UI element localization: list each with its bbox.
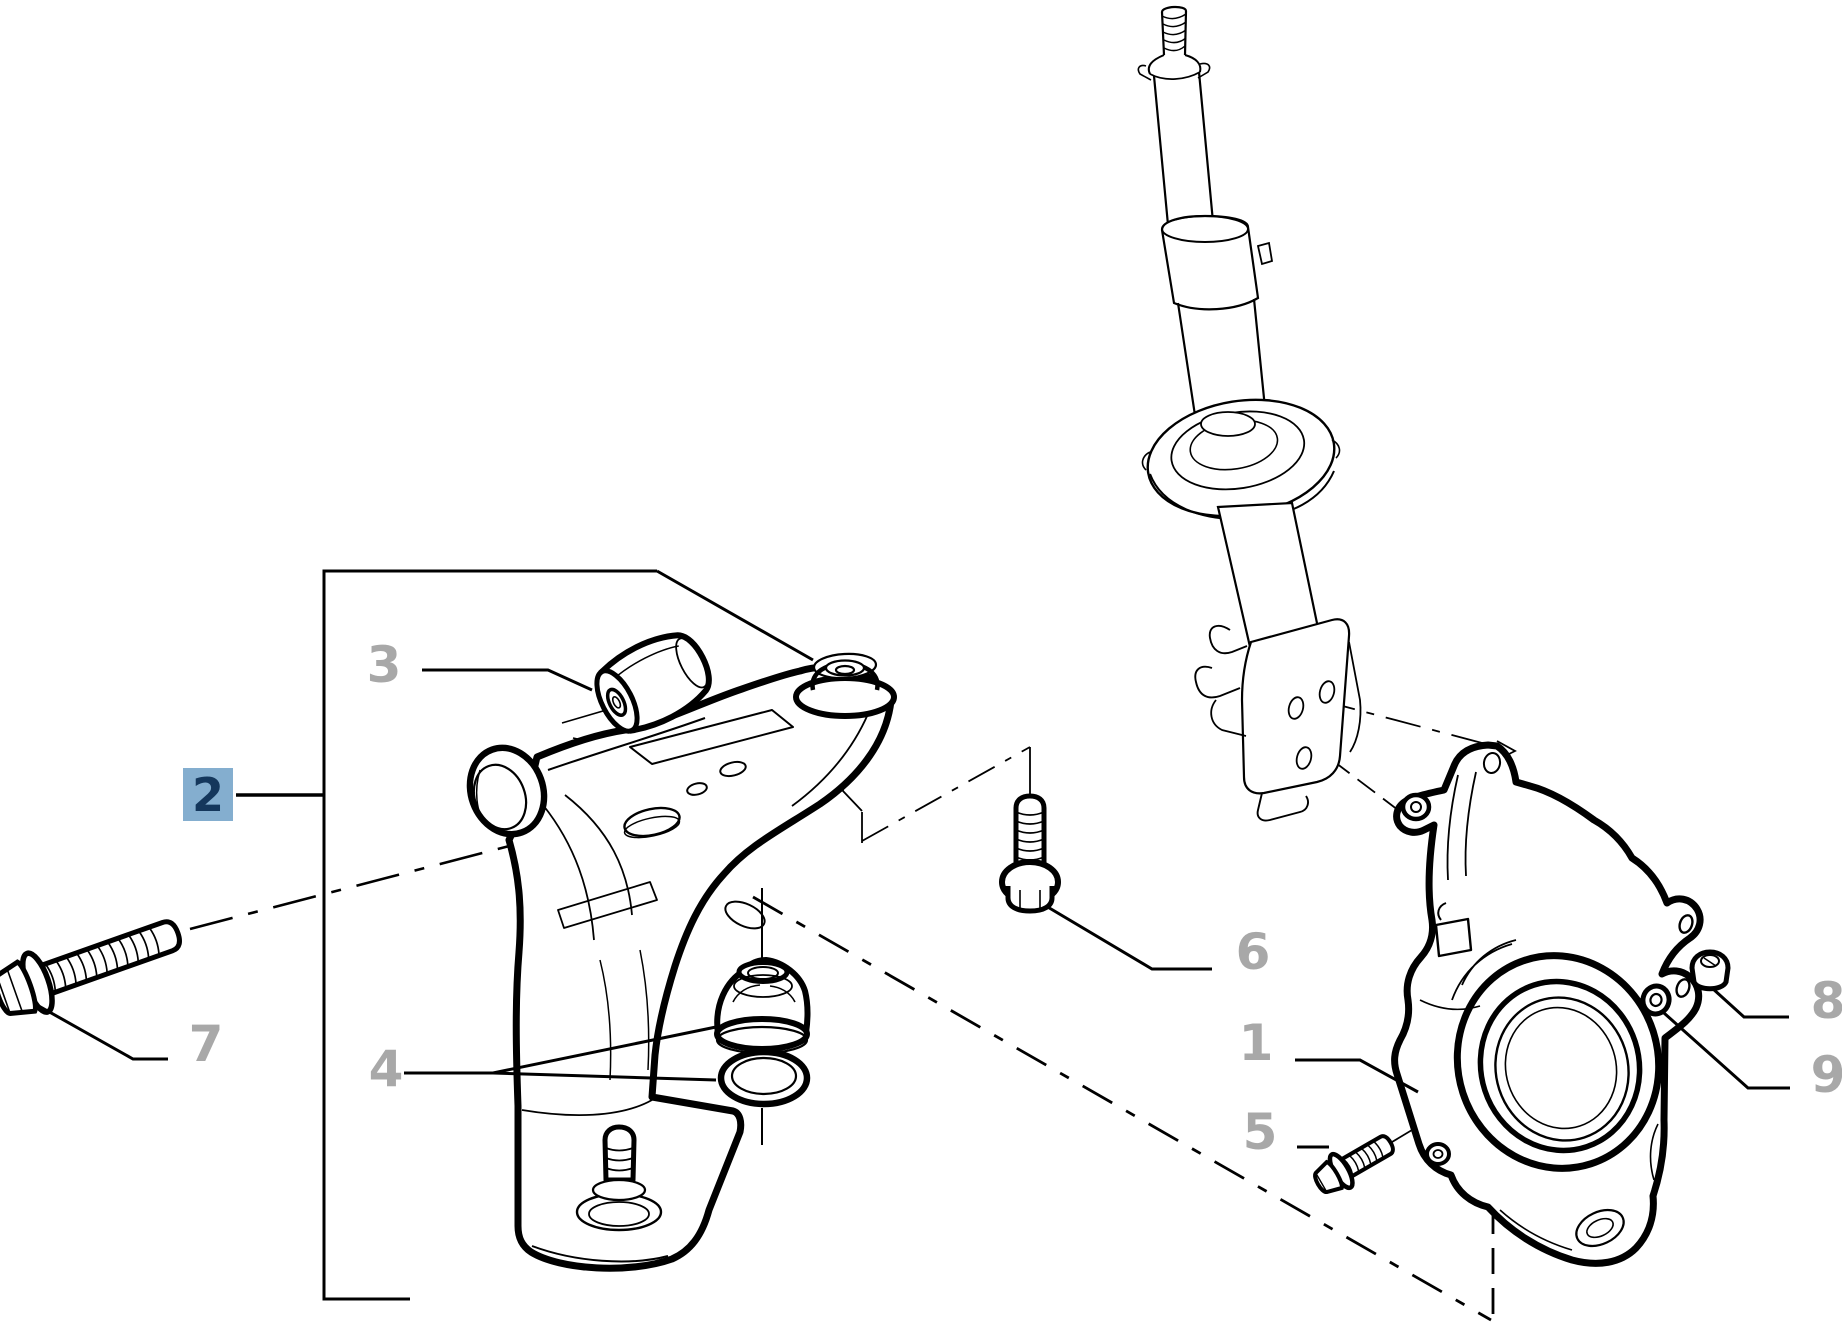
callout-8[interactable]: 8 [1811,972,1842,1030]
callout-9[interactable]: 9 [1811,1046,1842,1104]
bushing [594,632,712,734]
snap-ring [717,1048,811,1108]
control-arm [466,652,897,1272]
callout-labels: 1 3 4 5 6 7 8 9 [189,636,1842,1161]
callout-2-selected-badge[interactable]: 2 [183,768,233,822]
strut-assembly [1137,5,1362,822]
callout-7[interactable]: 7 [189,1015,224,1073]
callout-3[interactable]: 3 [367,636,402,694]
callout-1[interactable]: 1 [1239,1014,1274,1072]
bolt-long [0,919,182,1017]
callout-leaders [36,668,1790,1149]
washer [1640,983,1672,1017]
ball-joint-boot [714,956,811,1055]
bolt-vertical [999,793,1061,914]
callout-5[interactable]: 5 [1243,1103,1278,1161]
steering-knuckle [1391,741,1704,1267]
callout-6[interactable]: 6 [1236,923,1271,981]
callout-2[interactable]: 2 [192,768,224,822]
assembly-axis-lines [189,699,1517,1322]
nut [1689,949,1731,992]
bolt-small [1313,1134,1395,1195]
callout-2-bracket [322,569,814,1301]
callout-4[interactable]: 4 [369,1040,404,1098]
